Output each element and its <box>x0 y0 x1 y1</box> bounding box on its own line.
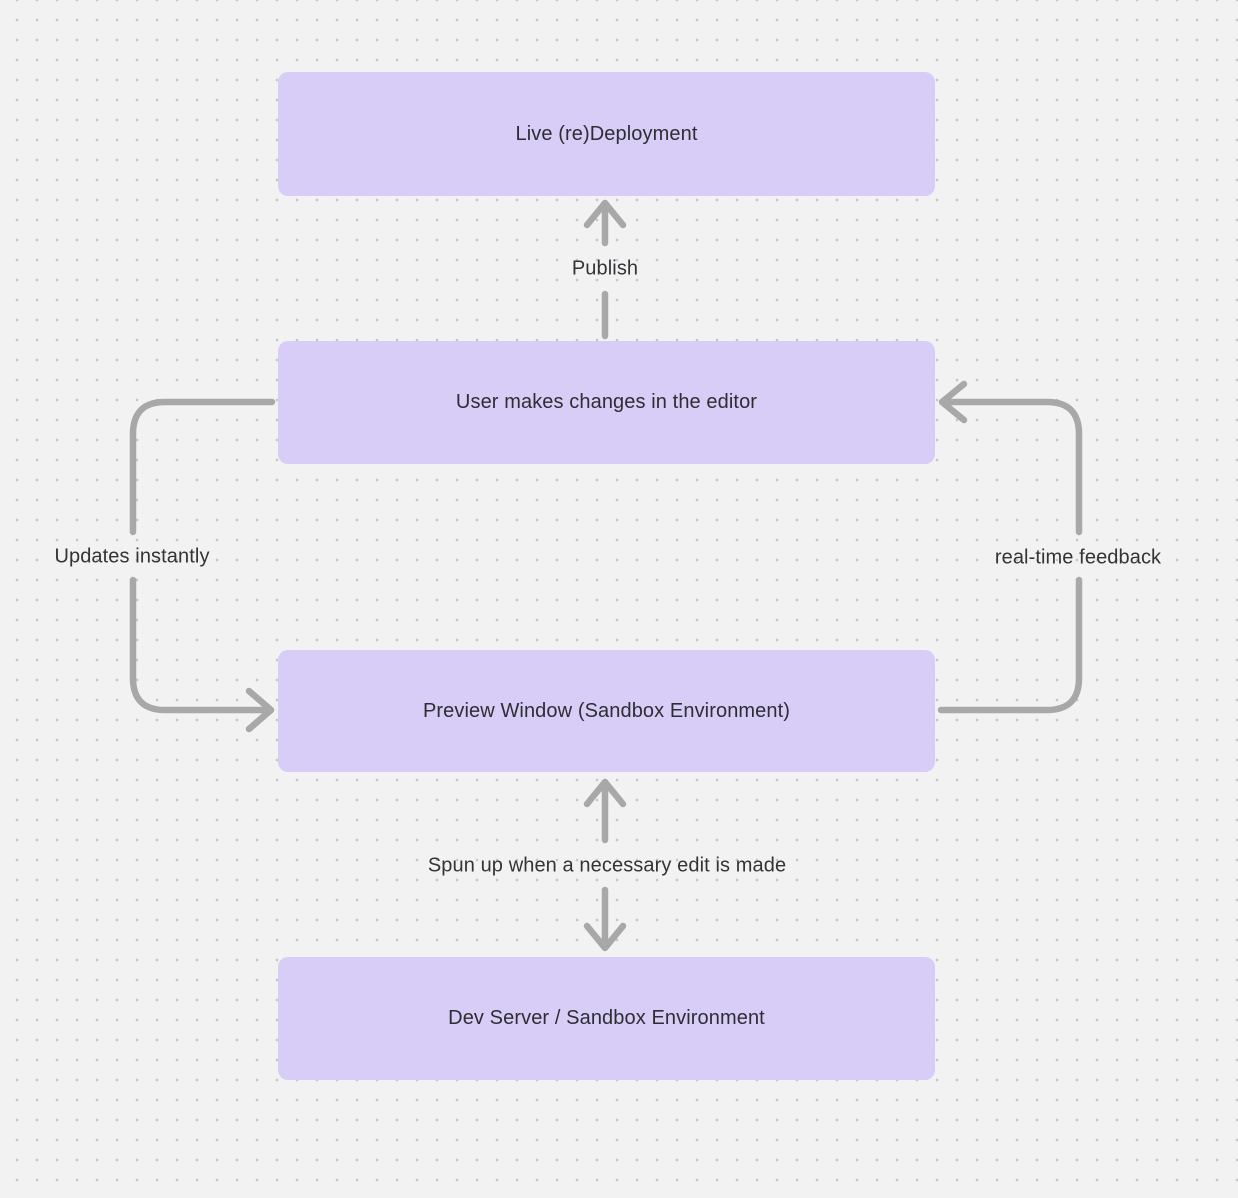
edge-label-spun-up: Spun up when a necessary edit is made <box>427 854 787 877</box>
arrowhead-down-icon <box>583 922 627 952</box>
node-preview-window[interactable]: Preview Window (Sandbox Environment) <box>278 650 935 772</box>
edge-label-realtime-feedback: real-time feedback <box>994 546 1162 569</box>
node-preview-window-label: Preview Window (Sandbox Environment) <box>422 699 791 722</box>
edge-updates-top <box>129 398 276 536</box>
arrowhead-right-icon <box>245 687 275 733</box>
arrowhead-up-icon <box>583 199 627 229</box>
edge-label-updates-instantly: Updates instantly <box>54 545 210 568</box>
edge-spun-up-arrow[interactable] <box>583 778 627 952</box>
node-dev-server-label: Dev Server / Sandbox Environment <box>448 1007 765 1029</box>
node-live-redeployment[interactable]: Live (re)Deployment <box>278 72 935 196</box>
edge-updates-instantly-arrow[interactable] <box>129 398 276 733</box>
edge-publish-arrow[interactable] <box>583 199 627 340</box>
node-user-editor[interactable]: User makes changes in the editor <box>278 341 935 464</box>
node-user-editor-label: User makes changes in the editor <box>455 391 758 413</box>
node-live-redeployment-label: Live (re)Deployment <box>515 122 698 145</box>
arrowhead-left-icon <box>938 380 968 424</box>
edge-feedback-top <box>944 398 1083 536</box>
edge-updates-bottom <box>129 576 268 714</box>
node-dev-server[interactable]: Dev Server / Sandbox Environment <box>278 957 935 1080</box>
edge-feedback-bottom <box>937 576 1083 714</box>
edge-label-publish: Publish <box>571 257 639 280</box>
arrowhead-up-icon <box>583 778 627 808</box>
edge-realtime-feedback-arrow[interactable] <box>937 380 1083 714</box>
